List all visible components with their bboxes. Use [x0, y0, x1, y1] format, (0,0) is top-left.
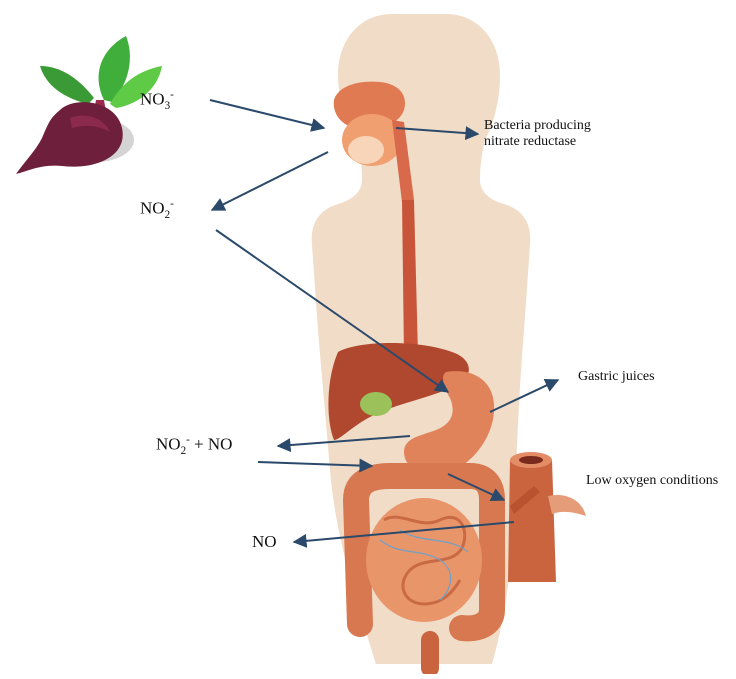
- label-bacteria: Bacteria producing nitrate reductase: [484, 118, 591, 150]
- label-bacteria-line2: nitrate reductase: [484, 134, 591, 150]
- arrow-mouth-to-nitrite: [212, 152, 328, 210]
- label-gastric-juices: Gastric juices: [578, 369, 655, 385]
- label-nitrate: NO3-: [140, 89, 174, 113]
- blood-vessel-icon: [508, 452, 586, 582]
- label-nitrite: NO2-: [140, 198, 174, 222]
- label-low-oxygen: Low oxygen conditions: [586, 473, 718, 489]
- label-nitrite-plus-no: NO2- + NO: [156, 434, 232, 458]
- label-bacteria-line1: Bacteria producing: [484, 118, 591, 134]
- arrow-nitrate-to-mouth: [210, 100, 324, 128]
- label-no: NO: [252, 532, 277, 552]
- small-intestine: [366, 498, 482, 622]
